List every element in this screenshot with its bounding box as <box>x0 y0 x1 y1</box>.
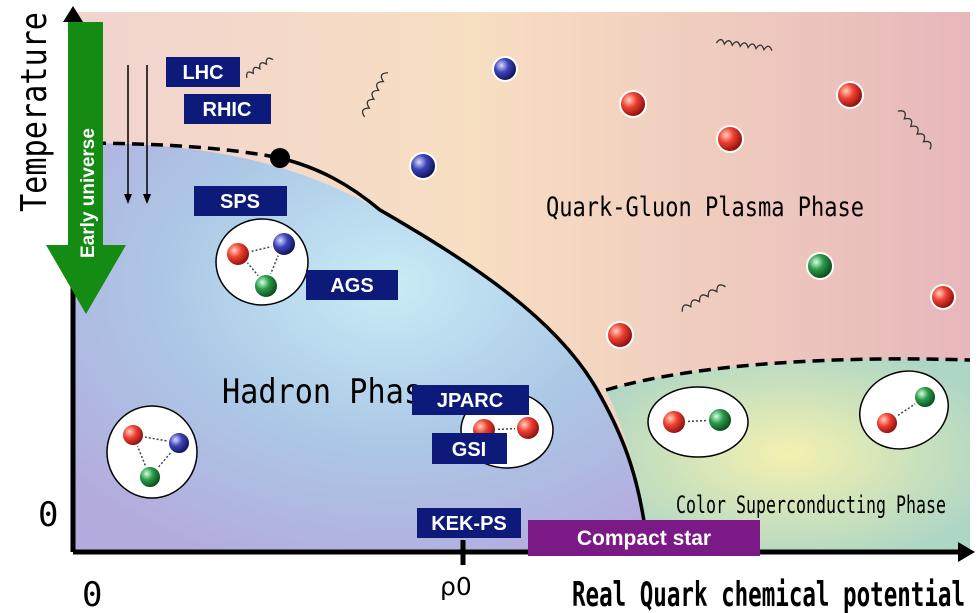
jparc-box <box>412 385 529 415</box>
experiment-jparc: JPARC <box>412 385 529 415</box>
baryon-lower <box>106 405 198 499</box>
gluon-spring <box>715 38 773 52</box>
quark-red <box>930 284 956 310</box>
x-origin-label: 0 <box>82 575 102 613</box>
quark-red <box>121 423 145 447</box>
cooper-oval <box>647 386 749 458</box>
compact-star: Compact star <box>528 520 760 556</box>
gluon-spring <box>361 72 389 118</box>
gluon-spring <box>897 110 932 150</box>
quark-green <box>806 252 834 280</box>
crossover-line <box>74 141 281 160</box>
csc-boundary <box>605 357 971 392</box>
compact-star-label: Compact star <box>577 527 711 550</box>
quark-red <box>716 125 744 153</box>
gluon-spring <box>238 242 285 287</box>
rhic-label: RHIC <box>203 99 252 121</box>
rho0-label: ρ0 <box>440 572 472 601</box>
ags-label: AGS <box>330 275 373 297</box>
qgp-phase-label: Quark-Gluon Plasma Phase <box>546 192 864 223</box>
cooling-arrowhead-1 <box>124 194 132 204</box>
y-origin-label: 0 <box>38 495 58 535</box>
quark-blue <box>167 431 191 455</box>
quark-red <box>606 321 634 349</box>
gluon-spring <box>681 284 726 312</box>
early-universe-arrow <box>46 22 126 314</box>
experiment-ags: AGS <box>306 270 398 300</box>
critical-point <box>270 148 290 168</box>
hadron-phase-label: Hadron Phas <box>222 372 422 412</box>
quark-green <box>707 407 733 433</box>
first-order-line <box>279 156 650 551</box>
gluon-spring <box>131 434 181 479</box>
baryon-upper <box>215 218 309 306</box>
gluon-spring <box>245 57 274 79</box>
experiment-gsi: GSI <box>432 433 507 464</box>
quark-blue <box>271 231 297 257</box>
kekps-label: KEK-PS <box>431 513 507 535</box>
experiment-rhic: RHIC <box>184 94 271 124</box>
ags-box <box>306 270 398 300</box>
csc-phase-label: Color Superconducting Phase <box>676 491 946 519</box>
cooper-pair-1 <box>647 386 749 458</box>
gsi-label: GSI <box>452 439 486 461</box>
quark-green <box>138 465 162 489</box>
experiment-lhc: LHC <box>166 57 240 87</box>
gluon-springs <box>245 38 932 312</box>
lhc-label: LHC <box>182 62 223 84</box>
quark-red <box>619 90 647 118</box>
quark-red <box>875 411 899 435</box>
x-axis-arrowhead <box>958 542 975 562</box>
sps-box <box>194 186 287 216</box>
quark-green <box>253 273 279 299</box>
kekps-box <box>417 508 521 538</box>
quark-blue <box>409 152 437 180</box>
quark-red <box>661 409 687 435</box>
y-axis-label: Temperature <box>14 12 55 212</box>
gsi-box <box>432 433 507 464</box>
early-universe-label: Early universe <box>78 128 99 258</box>
rhic-box <box>184 94 271 124</box>
y-axis-arrowhead <box>63 6 83 22</box>
compact-star-box <box>528 520 760 556</box>
lhc-box <box>166 57 240 87</box>
experiment-kekps: KEK-PS <box>417 508 521 538</box>
cooling-arrowhead-2 <box>143 194 151 204</box>
quark-red <box>225 241 251 267</box>
gluon-spring <box>675 419 719 423</box>
quark-red <box>515 415 541 441</box>
experiment-sps: SPS <box>194 186 287 216</box>
free-quarks <box>409 56 956 349</box>
sps-label: SPS <box>220 191 260 213</box>
cooper-pair-2 <box>859 370 949 450</box>
quark-red <box>836 81 864 109</box>
quark-blue <box>492 56 518 82</box>
jparc-label: JPARC <box>437 390 503 412</box>
x-axis-label: Real Quark chemical potential <box>572 575 965 613</box>
quark-green <box>913 385 937 409</box>
